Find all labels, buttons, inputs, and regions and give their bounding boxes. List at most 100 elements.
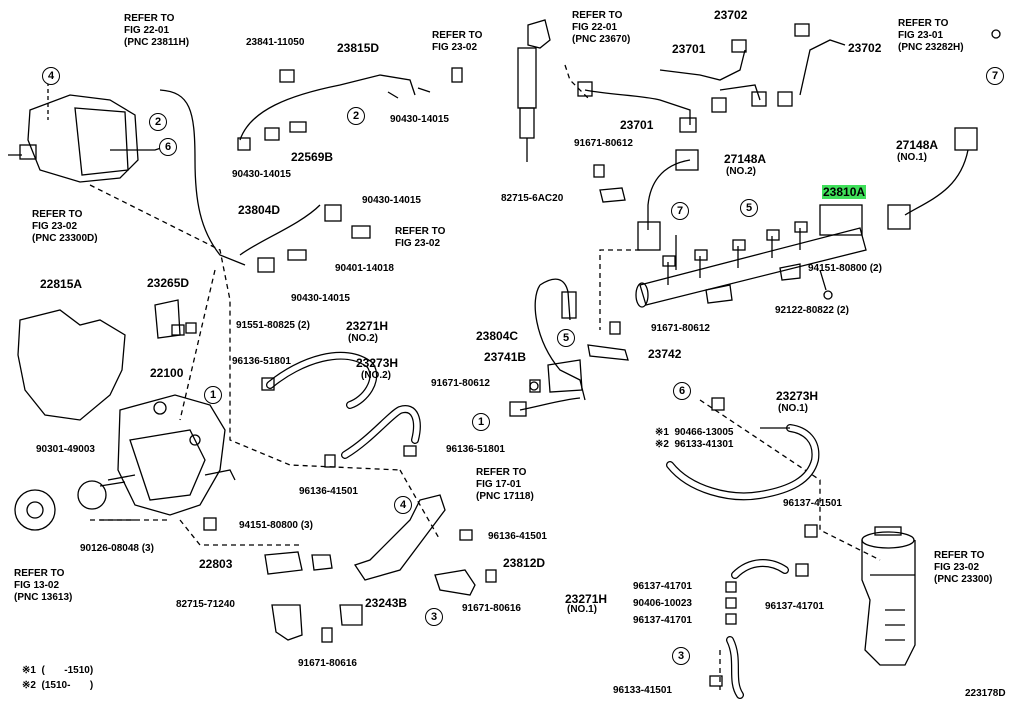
refer-line: REFER TO	[934, 550, 985, 561]
part-label-92122-80822[interactable]: 92122-80822 (2)	[775, 305, 849, 316]
part-label-82715-71240[interactable]: 82715-71240	[176, 599, 235, 610]
part-label-90430-14015-d[interactable]: 90430-14015	[291, 293, 350, 304]
pipe-23804d-drawing	[239, 204, 371, 273]
part-label-90301-49003[interactable]: 90301-49003	[36, 444, 95, 455]
part-label-23265d[interactable]: 23265D	[147, 276, 190, 290]
part-label-22803[interactable]: 22803	[199, 557, 233, 571]
part-label-23815d[interactable]: 23815D	[337, 41, 380, 55]
part-label-23812d[interactable]: 23812D	[503, 556, 546, 570]
callout-1: 1	[472, 413, 490, 431]
part-label-96133-41501[interactable]: 96133-41501	[613, 685, 672, 696]
callout-6: 6	[159, 138, 177, 156]
callout-2: 2	[149, 113, 167, 131]
refer-line: REFER TO	[124, 13, 175, 24]
part-label-91671-80612-b[interactable]: 91671-80612	[651, 323, 710, 334]
pipe-23804c-drawing	[509, 278, 629, 417]
bracket-23812d-drawing	[353, 494, 497, 596]
refer-line: REFER TO	[432, 30, 483, 41]
part-label-23271h-no2[interactable]: 23271H	[346, 319, 389, 333]
refer-line: (PNC 17118)	[476, 491, 534, 502]
refer-line: (PNC 23300D)	[32, 233, 98, 244]
part-label-90430-14015-a[interactable]: 90430-14015	[390, 114, 449, 125]
part-label-23804c[interactable]: 23804C	[476, 329, 519, 343]
part-label-96137-41701-a[interactable]: 96137-41701	[633, 581, 692, 592]
refer-line: (PNC 23300)	[934, 574, 993, 585]
part-label-94151-80800-3[interactable]: 94151-80800 (3)	[239, 520, 313, 531]
hose-23271h-no1-drawing	[709, 559, 809, 699]
part-label-27148a-no2[interactable]: 27148A	[724, 152, 767, 166]
part-label-23741b[interactable]: 23741B	[484, 350, 527, 364]
part-label-23271h-no2-sub: (NO.2)	[348, 333, 378, 344]
part-label-96137-41701-b[interactable]: 96137-41701	[633, 615, 692, 626]
part-label-91671-80616-b[interactable]: 91671-80616	[462, 603, 521, 614]
supply-pump-drawing	[14, 299, 236, 531]
callout-6: 6	[673, 382, 691, 400]
part-label-90406-10023[interactable]: 90406-10023	[633, 598, 692, 609]
part-label-91671-80612-c[interactable]: 91671-80612	[431, 378, 490, 389]
part-label-96136-41501-a[interactable]: 96136-41501	[299, 486, 358, 497]
part-label-23804d[interactable]: 23804D	[238, 203, 281, 217]
part-label-96136-51801-a[interactable]: 96136-51801	[232, 356, 291, 367]
part-label-22100[interactable]: 22100	[150, 366, 184, 380]
part-label-90430-14015-b[interactable]: 90430-14015	[232, 169, 291, 180]
refer-line: REFER TO	[14, 568, 65, 579]
part-label-90126-08048[interactable]: 90126-08048 (3)	[80, 543, 154, 554]
highlighted-part-number: 23810A	[822, 185, 867, 199]
hose-23273h-no1-drawing	[666, 397, 820, 538]
part-label-96136-51801-b[interactable]: 96136-51801	[446, 444, 505, 455]
callout-3: 3	[425, 608, 443, 626]
refer-line: FIG 23-01	[898, 30, 944, 41]
refer-line: (PNC 23811H)	[124, 37, 190, 48]
part-label-27148a-no1-sub: (NO.1)	[897, 152, 927, 163]
fuel-rail-drawing	[635, 204, 867, 308]
part-label-23702-b[interactable]: 23702	[848, 41, 882, 55]
part-label-91551-80825[interactable]: 91551-80825 (2)	[236, 320, 310, 331]
part-label-23701-a[interactable]: 23701	[672, 42, 706, 56]
diagram-code: 223178D	[965, 688, 1006, 699]
part-label-23742[interactable]: 23742	[648, 347, 682, 361]
leader-lines	[89, 64, 881, 690]
refer-line: REFER TO	[898, 18, 949, 29]
part-label-91671-80616-a[interactable]: 91671-80616	[298, 658, 357, 669]
pipe-23815d-drawing	[159, 67, 463, 266]
injector-drawing	[517, 19, 551, 162]
refer-line: FIG 23-02	[395, 238, 441, 249]
refer-line: FIG 22-01	[572, 22, 618, 33]
part-label-23273h-no1[interactable]: 23273H	[776, 389, 819, 403]
part-label-22815a[interactable]: 22815A	[40, 277, 83, 291]
part-label-90466-13005[interactable]: ※1 90466-13005	[655, 427, 734, 438]
refer-line: (PNC 13613)	[14, 592, 73, 603]
part-label-23271h-no1[interactable]: 23271H	[565, 592, 608, 606]
part-label-90430-14015-c[interactable]: 90430-14015	[362, 195, 421, 206]
part-label-27148a-no2-sub: (NO.2)	[726, 166, 756, 177]
part-label-96133-41301[interactable]: ※2 96133-41301	[655, 439, 734, 450]
callout-7: 7	[671, 202, 689, 220]
callout-7: 7	[986, 67, 1004, 85]
part-label-23243b[interactable]: 23243B	[365, 596, 408, 610]
part-label-96136-41501-b[interactable]: 96136-41501	[488, 531, 547, 542]
refer-line: (PNC 23670)	[572, 34, 631, 45]
part-label-22569b[interactable]: 22569B	[291, 150, 334, 164]
part-label-90401-14018[interactable]: 90401-14018	[335, 263, 394, 274]
refer-line: FIG 13-02	[14, 580, 60, 591]
part-label-96137-41501[interactable]: 96137-41501	[783, 498, 842, 509]
part-label-23810a[interactable]: 23810A	[822, 185, 867, 199]
refer-line: FIG 23-02	[934, 562, 980, 573]
hose-23273h-no2-drawing	[324, 405, 421, 468]
sensor-harness-drawing	[593, 127, 978, 251]
part-label-27148a-no1[interactable]: 27148A	[896, 138, 939, 152]
part-label-23702-a[interactable]: 23702	[714, 8, 748, 22]
part-label-23273h-no2[interactable]: 23273H	[356, 356, 399, 370]
part-label-91671-80612-a[interactable]: 91671-80612	[574, 138, 633, 149]
part-label-96137-41701-c[interactable]: 96137-41701	[765, 601, 824, 612]
bracket-22803-drawing	[264, 551, 363, 643]
part-label-23701-b[interactable]: 23701	[620, 118, 654, 132]
part-label-23841-11050[interactable]: 23841-11050	[246, 37, 305, 48]
callout-5: 5	[557, 329, 575, 347]
callout-4: 4	[42, 67, 60, 85]
part-label-94151-80800-2[interactable]: 94151-80800 (2)	[808, 263, 882, 274]
part-label-82715-6ac20[interactable]: 82715-6AC20	[501, 193, 564, 204]
